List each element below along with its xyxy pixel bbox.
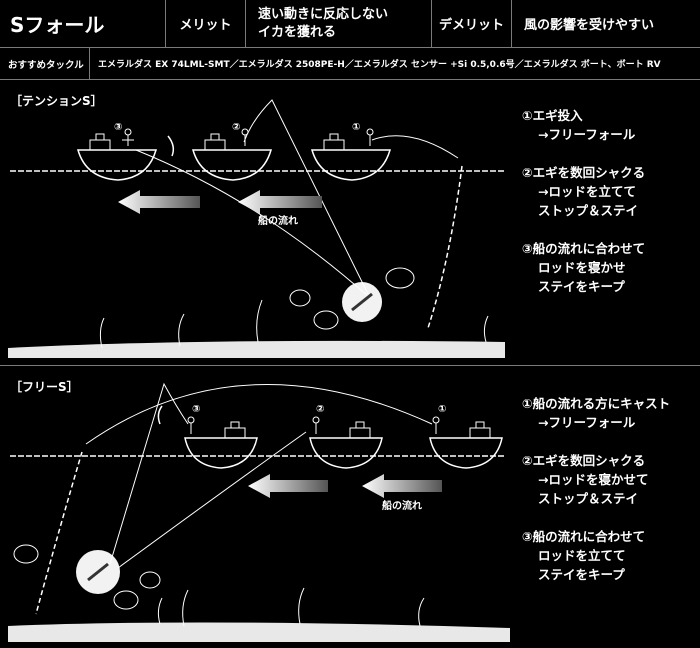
seaweed-icon [157, 587, 425, 627]
current-label: 船の流れ [382, 499, 422, 512]
boat-3-number: ③ [192, 404, 200, 415]
tension-s-panel: ③ ② ① 船の流れ ［テンションS］ ①エギ投入 →フリーフォール [0, 80, 700, 365]
step-text: ①エギ投入 [522, 108, 583, 123]
boat-3 [77, 128, 157, 181]
squid-icon [289, 267, 415, 330]
boat-3-number: ③ [114, 122, 122, 133]
line-boat-1 [371, 135, 459, 159]
free-fall-path [35, 451, 83, 615]
step-text: ①船の流れる方にキャスト [522, 396, 671, 411]
step-text: ロッドを立てて [538, 548, 626, 563]
seabed [8, 340, 505, 358]
step-text: ステイをキープ [538, 279, 625, 294]
tension-s-diagram: ③ ② ① 船の流れ [8, 99, 505, 358]
step-text: ストップ＆ステイ [538, 203, 639, 218]
seabed [8, 622, 510, 642]
page-title: Sフォール [0, 0, 166, 47]
merit-label: メリット [166, 0, 246, 47]
boat-1-number: ① [438, 404, 446, 415]
current-label: 船の流れ [258, 214, 298, 227]
step-text: ロッドを寝かせ [538, 260, 626, 275]
step-text: ②エギを数回シャクる [522, 165, 646, 180]
header-table: Sフォール メリット 速い動きに反応しない イカを獲れる デメリット 風の影響を… [0, 0, 700, 48]
step-1: ①船の流れる方にキャスト →フリーフォール [522, 394, 698, 432]
squid-icon [13, 544, 161, 610]
current-arrow-icon [118, 190, 200, 214]
step-text: ③船の流れに合わせて [522, 529, 646, 544]
step-1: ①エギ投入 →フリーフォール [522, 106, 698, 144]
tension-s-label: ［テンションS］ [10, 94, 103, 108]
tackle-label: おすすめタックル [0, 48, 90, 79]
step-text: →フリーフォール [538, 127, 636, 142]
current-arrow-icon [248, 474, 328, 498]
step-2: ②エギを数回シャクる →ロッドを立てて ストップ＆ステイ [522, 163, 698, 220]
boat-2-number: ② [316, 404, 324, 415]
free-fall-path [427, 165, 463, 329]
boat-1 [429, 416, 503, 469]
curve-arrow-icon [157, 405, 163, 425]
step-3: ③船の流れに合わせて ロッドを立てて ステイをキープ [522, 527, 698, 584]
tackle-value: エメラルダス EX 74LML-SMT／エメラルダス 2508PE-H／エメラル… [98, 60, 661, 70]
step-2: ②エギを数回シャクる →ロッドを寝かせて ストップ＆ステイ [522, 451, 698, 508]
curve-arrow-icon [167, 135, 175, 157]
step-3: ③船の流れに合わせて ロッドを寝かせ ステイをキープ [522, 239, 698, 296]
boat-2 [309, 416, 383, 469]
step-text: →ロッドを寝かせて [538, 472, 649, 487]
egi-icon [351, 292, 373, 312]
free-s-label: ［フリーS］ [10, 380, 79, 394]
boat-2-number: ② [232, 122, 240, 133]
free-s-diagram: ③ ② ① 船の流れ [8, 382, 510, 642]
current-arrow-icon [238, 190, 322, 214]
step-text: →ロッドを立てて [538, 184, 636, 199]
demerit-label: デメリット [432, 0, 512, 47]
boat-3 [184, 416, 258, 469]
current-arrow-icon [362, 474, 442, 498]
seaweed-icon [99, 299, 489, 349]
cast-arc [85, 383, 433, 445]
line-boat-2 [243, 99, 371, 299]
panel-divider [0, 365, 700, 366]
step-text: ③船の流れに合わせて [522, 241, 646, 256]
tension-s-steps: ①エギ投入 →フリーフォール ②エギを数回シャクる →ロッドを立てて ストップ＆… [522, 106, 698, 315]
boat-1 [311, 128, 391, 181]
boat-1-number: ① [352, 122, 360, 133]
boat-2 [192, 128, 272, 181]
line-boat-3 [135, 149, 371, 299]
tackle-row: おすすめタックル エメラルダス EX 74LML-SMT／エメラルダス 2508… [0, 48, 700, 80]
step-text: ②エギを数回シャクる [522, 453, 646, 468]
line-boat-3 [109, 382, 189, 565]
step-text: ステイをキープ [538, 567, 625, 582]
line-boat-2 [117, 431, 307, 569]
step-text: ストップ＆ステイ [538, 491, 639, 506]
free-s-steps: ①船の流れる方にキャスト →フリーフォール ②エギを数回シャクる →ロッドを寝か… [522, 394, 698, 603]
step-text: →フリーフォール [538, 415, 636, 430]
free-s-panel: ③ ② ① 船の流れ ［フリーS］ ①船の流れる方にキャスト →フリーフォール [0, 366, 700, 648]
merit-text: 速い動きに反応しない イカを獲れる [246, 0, 432, 47]
egi-icon [87, 562, 109, 582]
demerit-text: 風の影響を受けやすい [524, 18, 655, 33]
